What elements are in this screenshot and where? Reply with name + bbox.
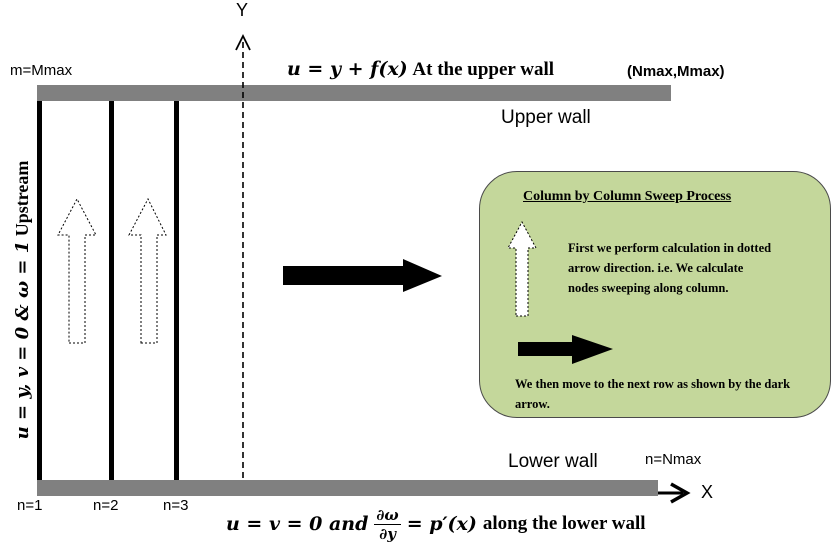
upper-wall-label: Upper wall: [501, 107, 591, 128]
y-axis-label: Y: [236, 0, 249, 20]
x-axis-arrowhead: [670, 482, 691, 504]
column-label-n3: n=3: [163, 497, 189, 514]
info-box-text-1: First we perform calculation in dotted a…: [568, 241, 772, 295]
upper-wall-equation-suffix: At the upper wall: [412, 59, 555, 80]
lower-wall: [37, 480, 658, 496]
info-box-text-2: We then move to the next row as shown by…: [515, 377, 791, 411]
lower-wall-condition-suffix: along the lower wall: [482, 513, 646, 534]
corner-label-bottom-right: n=Nmax: [645, 451, 702, 468]
lower-wall-label: Lower wall: [508, 451, 598, 472]
upstream-equation: u = y, v = 0 & ω = 1: [12, 240, 33, 440]
column-label-n2: n=2: [93, 497, 119, 514]
column-line-n3: [174, 101, 179, 480]
derivative-fraction: ∂ω ∂y: [374, 505, 401, 543]
lower-wall-condition-prefix: u = v = 0 and: [226, 513, 369, 535]
column-label-n1: n=1: [17, 497, 43, 514]
upper-wall-condition: u = y + f(x) At the upper wall: [287, 58, 554, 81]
info-box-arrows: [507, 220, 613, 364]
corner-label-top-right: (Nmax,Mmax): [627, 63, 725, 80]
lower-wall-condition: u = v = 0 and ∂ω ∂y = p′(x) along the lo…: [226, 501, 646, 547]
dotted-arrow-1: [57, 197, 97, 344]
sweep-direction-arrow: [283, 259, 442, 292]
lower-wall-condition-rhs: = p′(x): [406, 513, 477, 535]
dotted-arrow-2: [128, 197, 167, 344]
upper-wall-equation: u = y + f(x): [287, 58, 408, 80]
column-line-n2: [109, 101, 114, 480]
sweep-info-box: Column by Column Sweep Process First we …: [479, 171, 831, 418]
y-axis-arrowhead: [235, 33, 251, 51]
upstream-condition: u = y, v = 0 & ω = 1 Upstream: [9, 150, 35, 450]
upper-wall: [37, 85, 671, 101]
legend-dark-arrow-icon: [518, 335, 613, 364]
legend-dotted-arrow-icon: [507, 220, 537, 317]
x-axis-label: X: [701, 482, 714, 502]
upstream-suffix: Upstream: [12, 160, 32, 237]
info-box-title: Column by Column Sweep Process: [523, 189, 732, 204]
corner-label-top-left: m=Mmax: [10, 62, 73, 79]
derivative-numerator: ∂ω: [374, 505, 401, 525]
derivative-denominator: ∂y: [379, 524, 396, 543]
column-line-n1: [37, 101, 42, 480]
